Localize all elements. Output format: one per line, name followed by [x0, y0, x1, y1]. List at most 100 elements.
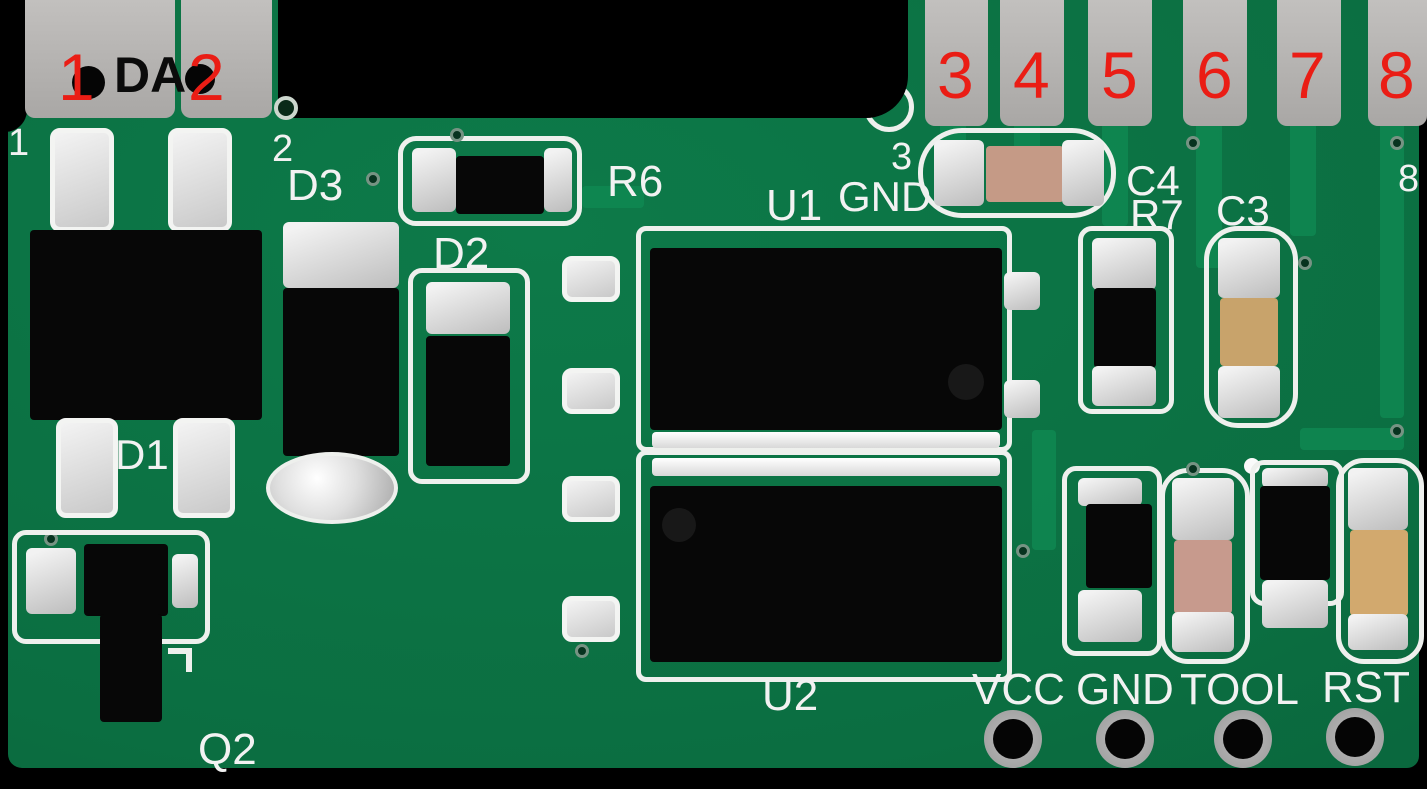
r7-pad [1092, 238, 1156, 290]
trace [1380, 118, 1404, 418]
silk-pin-3: 3 [891, 136, 913, 178]
pin-annotation-1: 1 [58, 40, 95, 114]
capacitor-pad [1172, 478, 1234, 540]
through-hole-tool [1223, 719, 1263, 759]
c3-outline [1204, 226, 1298, 428]
u1-pin-row [652, 432, 1000, 448]
u1-pad [1004, 380, 1040, 418]
through-hole-vcc [993, 719, 1033, 759]
r6-outline [398, 136, 582, 226]
label-q2: Q2 [198, 725, 257, 774]
d1-pad [168, 128, 232, 232]
label-tool: TOOL [1180, 665, 1300, 714]
via-dot [1186, 462, 1200, 476]
label-u2: U2 [762, 671, 819, 720]
label-d1: D1 [115, 431, 169, 478]
pad-hole [72, 66, 105, 99]
silk-pin-2: 2 [272, 128, 294, 170]
smd-pad [1262, 580, 1328, 628]
label-rst: RST [1322, 663, 1410, 712]
through-hole-rst [1335, 717, 1375, 757]
u1-pin1-dot [948, 364, 984, 400]
d2-outline [408, 268, 530, 484]
label-r6: R6 [607, 157, 664, 206]
d3-pad [283, 222, 399, 288]
component-c3-body [1220, 298, 1278, 366]
via-dot [1186, 136, 1200, 150]
component-u1-body [650, 248, 1002, 430]
capacitor-pad [1348, 614, 1408, 650]
trace [1032, 430, 1056, 550]
c4-pad [1062, 140, 1104, 206]
via-dot [1298, 256, 1312, 270]
trace [1300, 428, 1404, 450]
u1-pad [1004, 272, 1040, 310]
via-dot [366, 172, 380, 186]
label-gnd-top: GND [838, 173, 932, 220]
u2-pin1-dot [662, 508, 696, 542]
silk-pin-1: 1 [8, 122, 30, 164]
capacitor-outline [1336, 458, 1424, 664]
pin-annotation-6: 6 [1196, 38, 1233, 112]
component-body [1086, 504, 1152, 588]
d1-pad [50, 128, 114, 232]
edge-pad-7 [1277, 0, 1341, 126]
r6-pad [412, 148, 456, 212]
capacitor-body [1174, 540, 1232, 614]
smd-pad [562, 256, 620, 302]
via-dot [575, 644, 589, 658]
component-d3-body [283, 288, 399, 456]
capacitor-pad [1172, 612, 1234, 652]
via-hole [274, 96, 298, 120]
component-c4-body [986, 146, 1064, 202]
c3-pad [1218, 366, 1280, 418]
r7-outline [1078, 226, 1174, 414]
u2-pin-row [652, 458, 1000, 476]
component-q2-leg [100, 614, 162, 722]
d2-pad [426, 282, 510, 334]
c4-pad [934, 140, 984, 206]
smd-pad [1262, 468, 1328, 488]
edge-pad-8 [1368, 0, 1427, 126]
r7-pad [1092, 366, 1156, 406]
c4-outline [918, 128, 1116, 218]
capacitor-outline [1160, 468, 1250, 664]
via-dot [1390, 424, 1404, 438]
pin-annotation-3: 3 [937, 38, 974, 112]
silk-bracket [168, 648, 192, 654]
q2-pad [26, 548, 76, 614]
d1-pad [56, 418, 118, 518]
smd-pad [562, 596, 620, 642]
silk-pin-8: 8 [1398, 158, 1420, 200]
label-vcc: VCC [972, 665, 1065, 714]
component-body [1260, 486, 1330, 580]
smd-pad [562, 368, 620, 414]
r6-pad [544, 148, 572, 212]
component-u2-body [650, 486, 1002, 662]
via-dot [450, 128, 464, 142]
edge-pad-2 [181, 0, 272, 118]
smd-pad [562, 476, 620, 522]
pad-label-da: DA [114, 47, 187, 103]
label-gnd: GND [1076, 665, 1174, 714]
capacitor-body [1350, 530, 1408, 616]
component-d1-body [30, 230, 262, 420]
component-q2-body [84, 544, 168, 616]
board-notch [278, 0, 908, 118]
c3-pad [1218, 238, 1280, 298]
board-corner-cut [0, 0, 27, 132]
component-d2-body [426, 336, 510, 466]
q2-pad [172, 554, 198, 608]
silk-bracket [186, 648, 192, 672]
u1-outline [636, 226, 1012, 452]
smd-pad [1078, 478, 1142, 506]
label-u1: U1 [766, 181, 823, 230]
capacitor-pad [1348, 468, 1408, 530]
trace [1290, 118, 1316, 236]
pin-annotation-2: 2 [188, 40, 225, 114]
component-r6-body [456, 156, 544, 214]
through-hole-gnd [1105, 719, 1145, 759]
edge-pad-4 [1000, 0, 1064, 126]
edge-pad-1 [25, 0, 175, 118]
